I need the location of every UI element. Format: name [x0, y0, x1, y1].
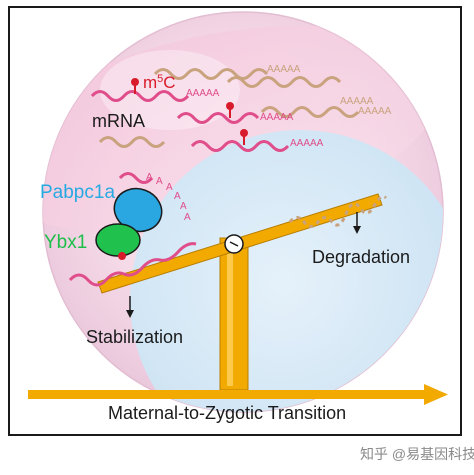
polyA-tail-tan-1: AAAAA: [267, 64, 301, 75]
mrna-tan-strand-4: [98, 136, 166, 148]
degradation-label: Degradation: [312, 247, 411, 267]
stabilized-mrna: [68, 242, 197, 287]
svg-text:A: A: [184, 212, 191, 223]
m5c-markers: [131, 78, 248, 145]
mrna-pink-strand-2: [176, 112, 260, 124]
light-highlight: [100, 50, 240, 130]
m5c-dot-2: [226, 102, 234, 110]
m5c-dot-1: [131, 78, 139, 86]
ybx1-label: Ybx1: [44, 232, 88, 253]
seesaw-post-highlight: [227, 242, 233, 386]
svg-text:A: A: [180, 201, 187, 212]
mrna-tan-strand-3: [260, 106, 360, 118]
ybx1-protein: [95, 223, 141, 257]
mrna-pink-strand-1: [90, 90, 190, 102]
polyA-tail-tan-3: AAAAA: [358, 106, 392, 117]
svg-text:A: A: [166, 182, 173, 193]
m5c-dot-3: [240, 129, 248, 137]
m5c-dot-bound: [118, 252, 126, 260]
watermark: 知乎 @易基因科技: [360, 446, 474, 462]
polyA-tail-pink-2: AAAAA: [260, 112, 294, 123]
mrna-tan-strand-2: [226, 76, 342, 88]
mrna-label: mRNA: [92, 111, 145, 131]
polyA-tail-pink-1: AAAAA: [186, 88, 220, 99]
pabpc1a-label: Pabpc1a: [40, 182, 116, 203]
svg-text:A: A: [156, 176, 163, 187]
polyA-tail-pink-3: AAAAA: [290, 138, 324, 149]
mrna-pink-strand-3: [190, 140, 290, 152]
degradation-arrow: [353, 212, 361, 234]
mrna-tan-strand-1: [153, 68, 269, 80]
stabilization-arrow: [126, 296, 134, 318]
stabilization-label: Stabilization: [86, 327, 184, 347]
timeline-bar: [28, 390, 428, 399]
seesaw-post: [219, 237, 249, 391]
timeline-label: Maternal-to-Zygotic Transition: [108, 403, 347, 423]
polyA-tail-tan-2: AAAAA: [340, 96, 374, 107]
timeline-arrowhead: [424, 384, 448, 405]
degraded-mrna: [288, 195, 388, 228]
mrna-pink-strand-4: [118, 172, 154, 184]
m5c-label: m5C: [143, 73, 176, 92]
svg-text:A: A: [174, 191, 181, 202]
svg-text:A: A: [146, 172, 153, 183]
polyA-tails: AAAAA AAAAA AAAAA: [267, 64, 392, 117]
